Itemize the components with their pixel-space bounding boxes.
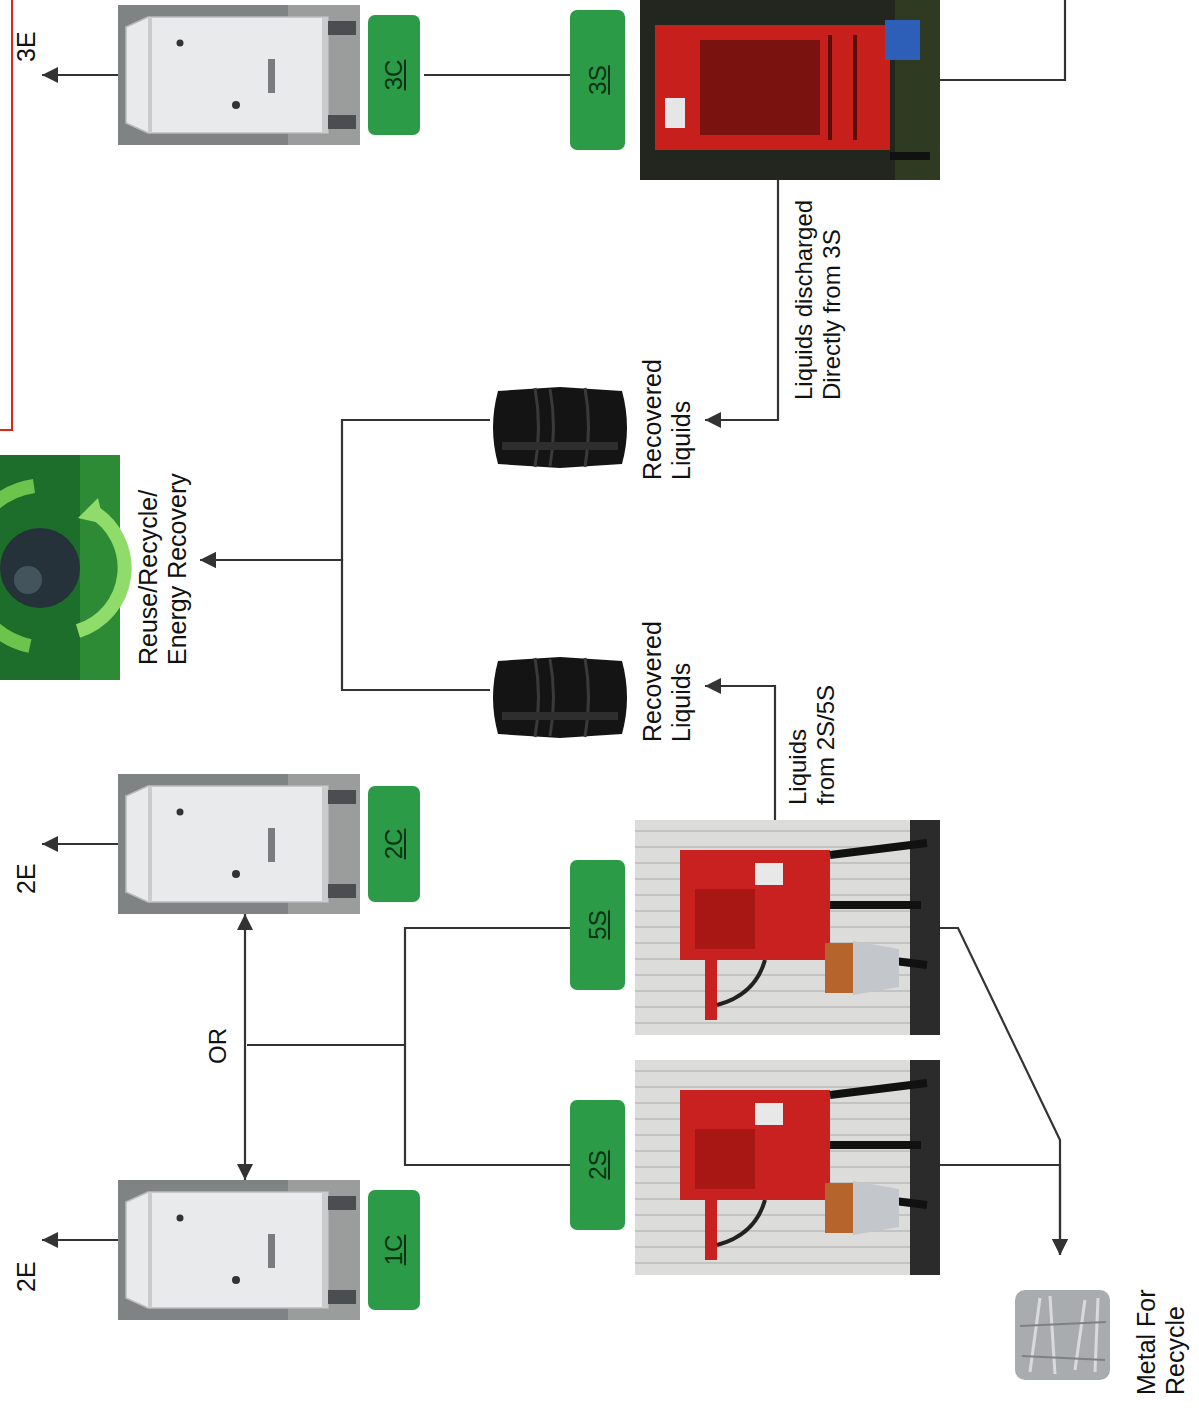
layout-line xyxy=(940,0,1065,80)
tank-unit: 3C xyxy=(118,5,424,145)
flow-connector xyxy=(940,1165,1060,1255)
recycle-icon xyxy=(78,498,104,524)
drum-outlet: Recovered Liquids xyxy=(490,610,705,750)
drum-picture xyxy=(493,657,627,738)
layout-line xyxy=(247,1044,405,1046)
tank-photo xyxy=(118,5,360,145)
tank-unit: 1C xyxy=(118,1180,424,1320)
caption-text: Recovered Liquids xyxy=(638,352,696,480)
tank-unit: 2C xyxy=(118,774,424,914)
caption-text: Reuse/Recycle/ Energy Recovery xyxy=(134,443,192,665)
flow-connector xyxy=(705,180,778,420)
recycle-icon xyxy=(0,528,80,608)
metal-picture xyxy=(1020,1322,1106,1360)
stream-label: 2E xyxy=(12,1261,41,1292)
crusher-photo xyxy=(635,820,940,1035)
stream-label: 3E xyxy=(12,31,41,62)
caption-text: Recovered Liquids xyxy=(638,614,696,742)
press-unit: 3S xyxy=(570,2,940,180)
flow-connector xyxy=(200,420,490,560)
equipment-tag: 3C xyxy=(368,15,420,135)
edge-label: Liquids from 2S/5S xyxy=(784,675,839,805)
drum-picture xyxy=(493,387,627,468)
press-photo xyxy=(640,0,940,180)
equipment-tag: 5S xyxy=(570,860,625,990)
metal-picture xyxy=(1030,1296,1098,1374)
layout-line xyxy=(42,843,118,845)
flow-connector xyxy=(705,686,775,820)
crusher-photo xyxy=(635,1060,940,1275)
metal-picture xyxy=(1015,1290,1110,1380)
recycle-icon xyxy=(78,511,125,631)
crusher-unit: 2S xyxy=(570,1060,940,1275)
tank-photo xyxy=(118,1180,360,1320)
recycle-icon xyxy=(80,455,120,680)
metal-picture xyxy=(1015,1290,1110,1380)
figure-frame xyxy=(0,0,12,430)
flow-connector xyxy=(424,74,570,76)
flow-connector xyxy=(940,928,1060,1255)
equipment-tag: 3S xyxy=(570,10,625,150)
recycle-icon xyxy=(14,566,42,594)
crusher-unit: 5S xyxy=(570,820,940,1035)
layout-line xyxy=(42,0,1065,1240)
flow-connector xyxy=(244,914,246,1180)
caption-text: Metal For Recycle xyxy=(1132,1257,1190,1395)
tank-photo xyxy=(118,774,360,914)
equipment-tag: 2C xyxy=(368,786,420,902)
layout-line xyxy=(405,928,570,1165)
recycle-icon xyxy=(0,626,30,646)
drum-outlet: Recovered Liquids xyxy=(490,345,705,485)
stream-label: 2E xyxy=(12,863,41,894)
flow-connector xyxy=(200,560,490,690)
recycle-outlet: Reuse/Recycle/ Energy Recovery xyxy=(0,440,200,680)
edge-label: Liquids discharged Directly from 3S xyxy=(790,185,845,400)
layout-line xyxy=(42,1239,118,1241)
metal-outlet: Metal For Recycle xyxy=(1010,1255,1194,1400)
recycle-icon xyxy=(0,455,125,680)
recycle-icon xyxy=(0,486,34,504)
edge-label: OR xyxy=(204,1014,232,1064)
equipment-tag: 2S xyxy=(570,1100,625,1230)
equipment-tag: 1C xyxy=(368,1190,420,1310)
layout-line xyxy=(42,74,118,76)
